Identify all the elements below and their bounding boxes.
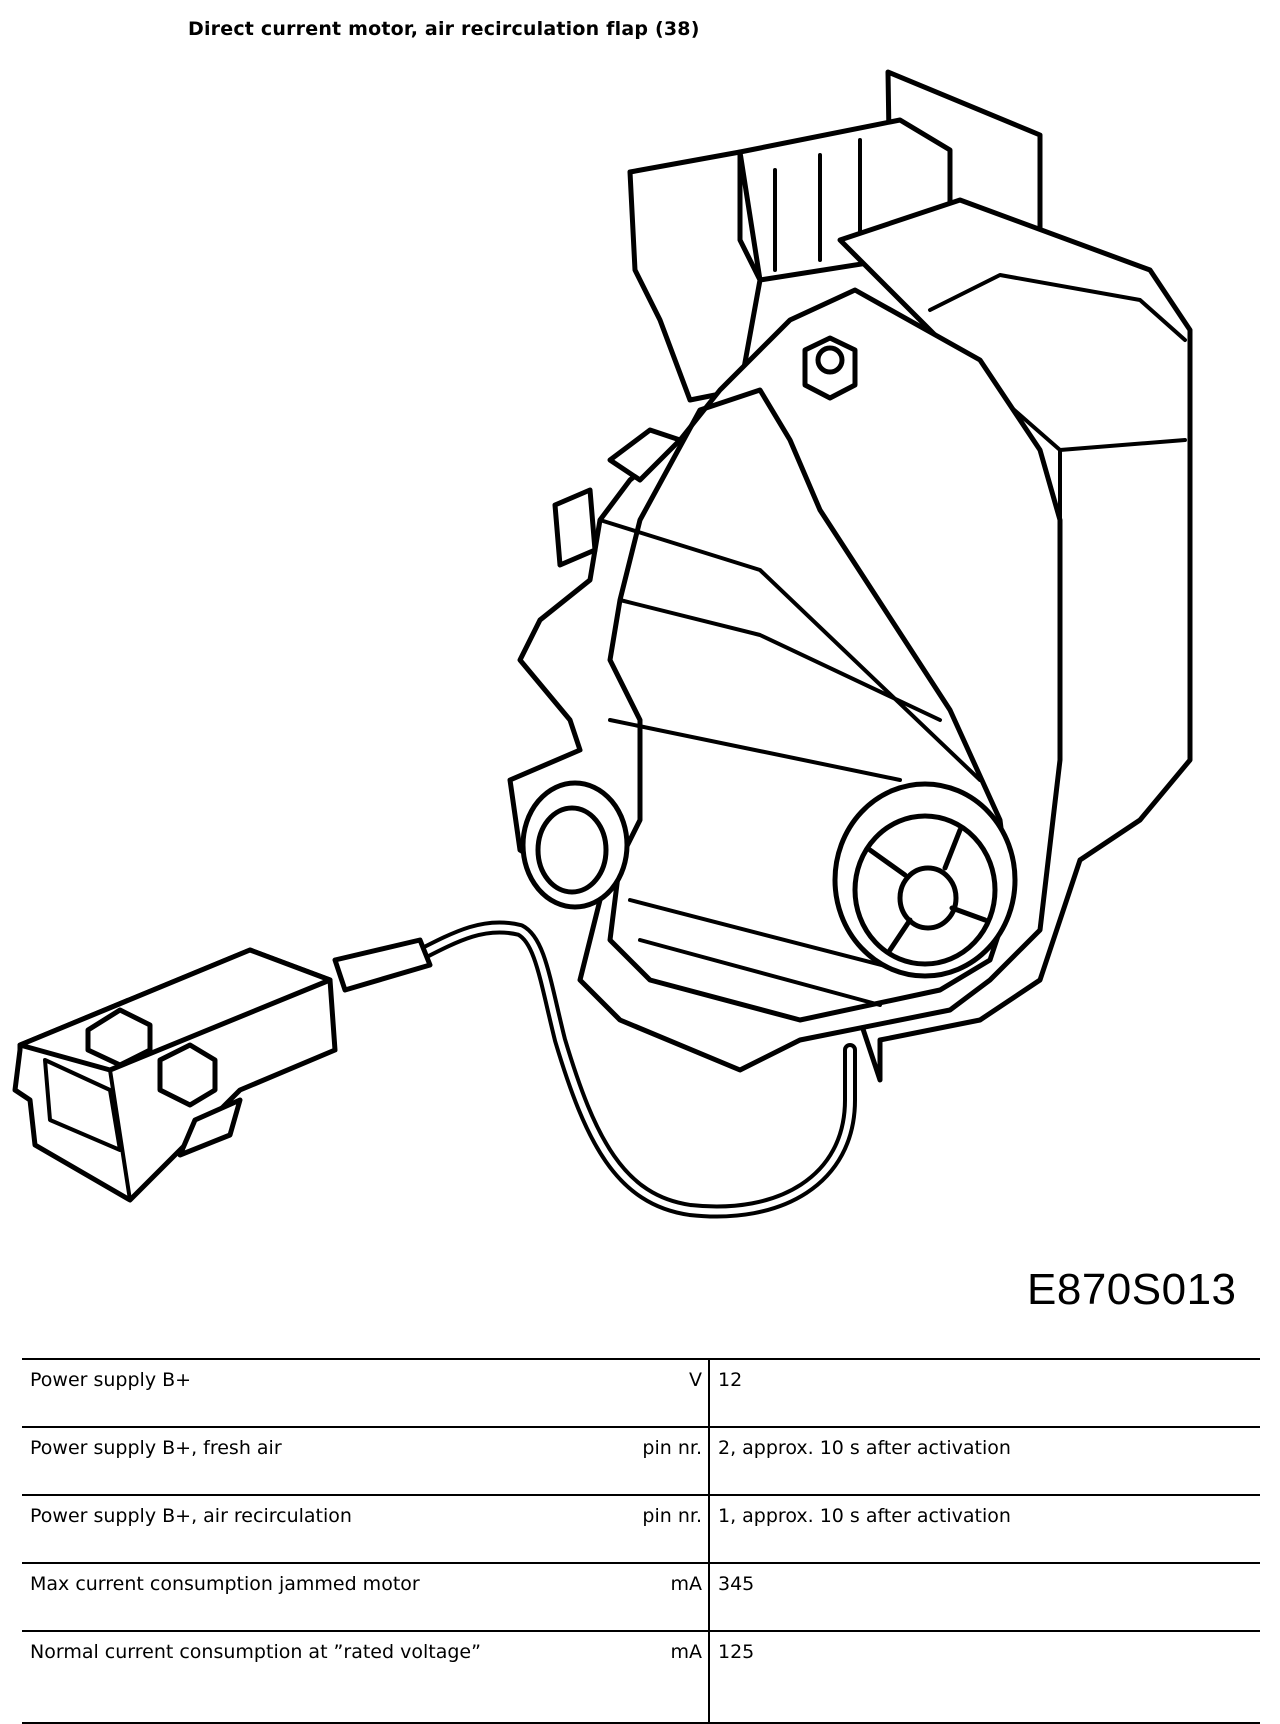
spec-unit: mA: [576, 1562, 709, 1632]
spec-table: Power supply B+ V 12 Power supply B+, fr…: [22, 1358, 1260, 1724]
spec-unit: mA: [576, 1630, 709, 1724]
page-title: Direct current motor, air recirculation …: [188, 18, 700, 40]
table-row: Normal current consumption at ”rated vol…: [22, 1630, 1260, 1724]
spec-value: 1, approx. 10 s after activation: [708, 1494, 1260, 1564]
spec-unit: pin nr.: [576, 1494, 709, 1564]
spec-label: Power supply B+, air recirculation: [22, 1494, 576, 1564]
spec-label: Power supply B+, fresh air: [22, 1426, 576, 1496]
table-row: Power supply B+, air recirculation pin n…: [22, 1494, 1260, 1564]
spec-unit: pin nr.: [576, 1426, 709, 1496]
figure-code: E870S013: [1027, 1265, 1237, 1314]
table-row: Power supply B+, fresh air pin nr. 2, ap…: [22, 1426, 1260, 1496]
spec-value: 345: [708, 1562, 1260, 1632]
spec-label: Power supply B+: [22, 1358, 576, 1428]
spec-value: 12: [708, 1358, 1260, 1428]
spec-label: Normal current consumption at ”rated vol…: [22, 1630, 576, 1724]
table-row: Power supply B+ V 12: [22, 1358, 1260, 1428]
spec-label: Max current consumption jammed motor: [22, 1562, 576, 1632]
spec-value: 125: [708, 1630, 1260, 1724]
spec-unit: V: [576, 1358, 709, 1428]
motor-illustration: [12, 69, 1193, 1219]
table-row: Max current consumption jammed motor mA …: [22, 1562, 1260, 1632]
spec-value: 2, approx. 10 s after activation: [708, 1426, 1260, 1496]
